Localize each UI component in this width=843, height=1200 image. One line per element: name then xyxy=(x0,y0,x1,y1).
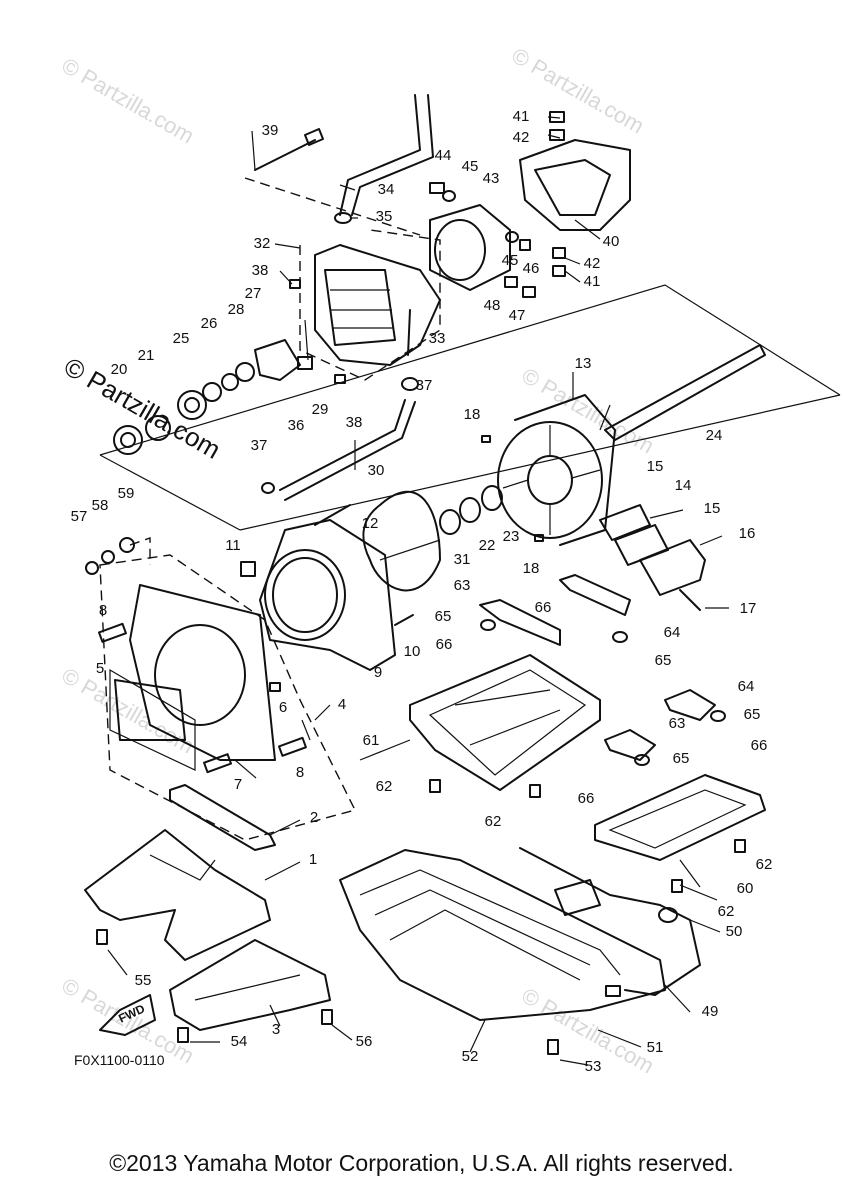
callout-2: 2 xyxy=(310,809,318,826)
callout-35: 35 xyxy=(376,208,393,225)
callout-36: 36 xyxy=(288,417,305,434)
callout-58: 58 xyxy=(92,497,109,514)
callout-65c: 65 xyxy=(744,706,761,723)
callout-25: 25 xyxy=(173,330,190,347)
callout-37b: 37 xyxy=(251,437,268,454)
watermark: © Partzilla.com xyxy=(59,351,226,465)
callout-27: 27 xyxy=(245,285,262,302)
callout-66c: 66 xyxy=(751,737,768,754)
callout-63b: 63 xyxy=(669,715,686,732)
callout-38a: 38 xyxy=(252,262,269,279)
callout-14: 14 xyxy=(675,477,692,494)
callout-29: 29 xyxy=(312,401,329,418)
callout-16: 16 xyxy=(739,525,756,542)
callout-53: 53 xyxy=(585,1058,602,1075)
callout-18b: 18 xyxy=(523,560,540,577)
callout-50: 50 xyxy=(726,923,743,940)
callout-26: 26 xyxy=(201,315,218,332)
callout-46: 46 xyxy=(523,260,540,277)
callout-32: 32 xyxy=(254,235,271,252)
copyright-notice: ©2013 Yamaha Motor Corporation, U.S.A. A… xyxy=(109,1150,734,1176)
callout-65b: 65 xyxy=(655,652,672,669)
callout-54: 54 xyxy=(231,1033,248,1050)
callout-65a: 65 xyxy=(435,608,452,625)
callout-12: 12 xyxy=(362,515,379,532)
callout-9: 9 xyxy=(374,664,382,681)
callout-39: 39 xyxy=(262,122,279,139)
callout-37a: 37 xyxy=(416,377,433,394)
callout-61: 61 xyxy=(363,732,380,749)
callout-64b: 64 xyxy=(738,678,755,695)
callout-11: 11 xyxy=(225,537,241,554)
callout-22: 22 xyxy=(479,537,496,554)
callout-30: 30 xyxy=(368,462,385,479)
callout-62c: 62 xyxy=(756,856,773,873)
figure-id: F0X1100-0110 xyxy=(74,1052,165,1068)
callout-44: 44 xyxy=(435,147,452,164)
callout-40: 40 xyxy=(603,233,620,250)
callout-49: 49 xyxy=(702,1003,719,1020)
callout-38b: 38 xyxy=(346,414,363,431)
leader-lines xyxy=(107,116,729,1066)
callout-66d: 66 xyxy=(578,790,595,807)
callout-55: 55 xyxy=(135,972,152,989)
callout-57: 57 xyxy=(71,508,88,525)
callout-62d: 62 xyxy=(718,903,735,920)
callout-41b: 41 xyxy=(584,273,601,290)
middle-assembly xyxy=(85,519,766,893)
watermark: © Partzilla.com xyxy=(58,53,199,149)
callout-15b: 15 xyxy=(704,500,721,517)
watermark: © Partzilla.com xyxy=(58,663,199,759)
callout-43: 43 xyxy=(483,170,500,187)
callout-42a: 42 xyxy=(513,129,530,146)
callout-21: 21 xyxy=(138,347,155,364)
callout-63a: 63 xyxy=(454,577,471,594)
callout-56: 56 xyxy=(356,1033,373,1050)
callout-6: 6 xyxy=(279,699,287,716)
callout-4: 4 xyxy=(338,696,346,713)
callout-66b: 66 xyxy=(436,636,453,653)
callout-18a: 18 xyxy=(464,406,481,423)
callout-1: 1 xyxy=(309,851,317,868)
callout-20: 20 xyxy=(111,361,128,378)
callout-28: 28 xyxy=(228,301,245,318)
callout-45a: 45 xyxy=(462,158,479,175)
callout-64a: 64 xyxy=(664,624,681,641)
callout-5: 5 xyxy=(96,660,104,677)
callout-62b: 62 xyxy=(485,813,502,830)
callout-45b: 45 xyxy=(502,252,519,269)
lower-assembly: FWD xyxy=(84,784,701,1055)
callout-52: 52 xyxy=(462,1048,479,1065)
callout-34: 34 xyxy=(378,181,395,198)
callout-33: 33 xyxy=(429,330,446,347)
callout-62a: 62 xyxy=(376,778,393,795)
callout-15a: 15 xyxy=(647,458,664,475)
callout-42b: 42 xyxy=(584,255,601,272)
callout-24: 24 xyxy=(706,427,723,444)
callout-47: 47 xyxy=(509,307,526,324)
callout-10: 10 xyxy=(404,643,421,660)
callout-3: 3 xyxy=(272,1021,280,1038)
callout-7: 7 xyxy=(234,776,242,793)
upper-assembly xyxy=(99,94,841,611)
callout-66a: 66 xyxy=(535,599,552,616)
callout-48: 48 xyxy=(484,297,501,314)
callouts: 1 2 3 4 5 6 7 8 8 9 10 11 12 13 14 15 15… xyxy=(71,108,773,1075)
callout-31: 31 xyxy=(454,551,471,568)
callout-59: 59 xyxy=(118,485,135,502)
callout-17: 17 xyxy=(740,600,757,617)
callout-8b: 8 xyxy=(296,764,304,781)
callout-13: 13 xyxy=(575,355,592,372)
callout-65d: 65 xyxy=(673,750,690,767)
callout-41a: 41 xyxy=(513,108,530,125)
callout-60: 60 xyxy=(737,880,754,897)
callout-8a: 8 xyxy=(99,602,107,619)
callout-51: 51 xyxy=(647,1039,664,1056)
callout-23: 23 xyxy=(503,528,520,545)
